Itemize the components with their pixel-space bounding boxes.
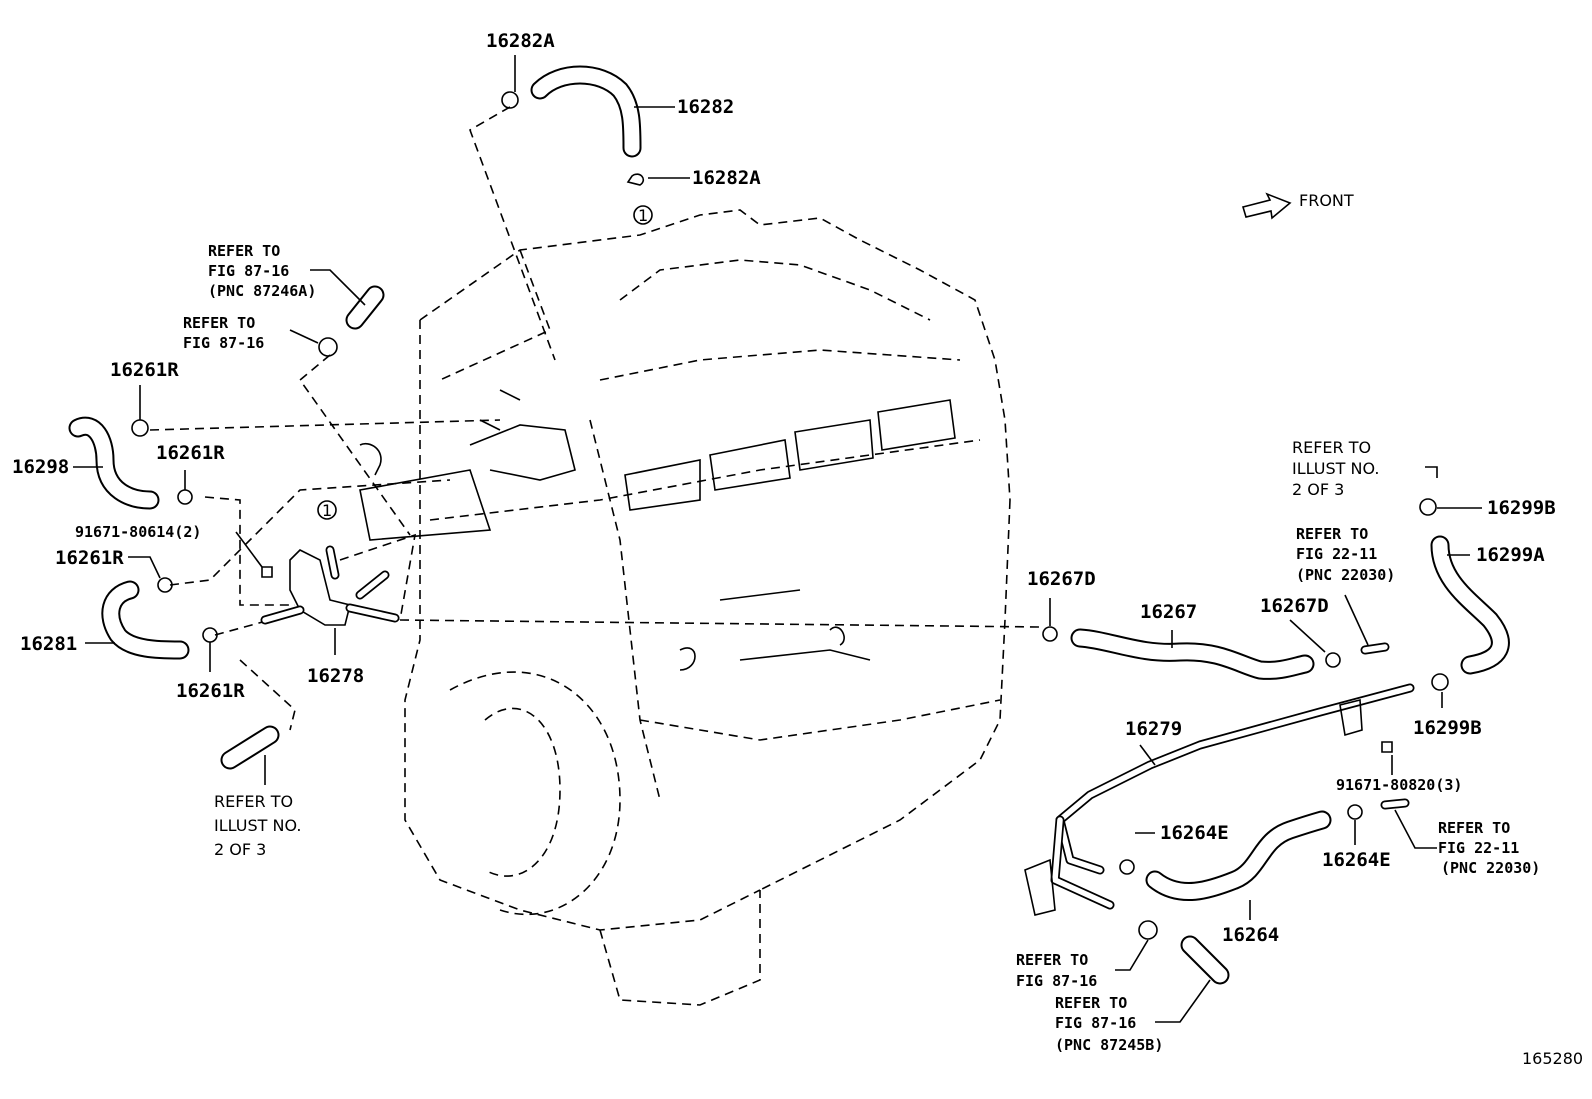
ref-note-87-16-bottom: REFER TO FIG 87-16 (1016, 951, 1097, 990)
label-16261R-1: 16261R (110, 359, 179, 381)
ref-line: REFER TO (183, 314, 255, 332)
figure-number: 165280 (1522, 1049, 1583, 1068)
ref-line: ILLUST NO. (1292, 459, 1379, 478)
label-16267: 16267 (1140, 601, 1197, 623)
ref-line: FIG 87-16 (183, 334, 264, 352)
ref-line: REFER TO (208, 242, 280, 260)
label-16279: 16279 (1125, 718, 1182, 740)
part-labels: 16282A 16282 16282A 16261R 16298 16261R … (12, 30, 1556, 946)
ref-line: 2 OF 3 (214, 840, 266, 859)
ref-note-87-16-left: REFER TO FIG 87-16 (183, 314, 264, 352)
circle-marker-text: 1 (638, 206, 648, 225)
label-16261R-3: 16261R (55, 547, 124, 569)
label-16282A-top: 16282A (486, 30, 555, 52)
label-16278: 16278 (307, 665, 364, 687)
ref-line: FIG 22-11 (1438, 839, 1519, 857)
leader-lines (73, 55, 1482, 1023)
label-16264E-2: 16264E (1322, 849, 1391, 871)
ref-line: (PNC 87246A) (208, 282, 316, 300)
connection-lines (149, 106, 1041, 731)
ref-note-87246A: REFER TO FIG 87-16 (PNC 87246A) (208, 242, 316, 300)
bypass-16278 (260, 545, 400, 626)
ref-line: (PNC 87245B) (1055, 1036, 1163, 1054)
front-arrow-icon (1241, 192, 1292, 220)
label-16299B-bottom: 16299B (1413, 717, 1482, 739)
label-16299A: 16299A (1476, 544, 1545, 566)
ref-line: ILLUST NO. (214, 816, 301, 835)
ref-line: REFER TO (1296, 525, 1368, 543)
pipe-16279 (1024, 683, 1415, 916)
hoses (68, 65, 1510, 985)
label-16299B-top: 16299B (1487, 497, 1556, 519)
label-16298: 16298 (12, 456, 69, 478)
ref-line: REFER TO (1016, 951, 1088, 969)
ref-line: REFER TO (1055, 994, 1127, 1012)
label-16264E-1: 16264E (1160, 822, 1229, 844)
label-16282A-bottom: 16282A (692, 167, 761, 189)
ref-note-illust-left: REFER TO ILLUST NO. 2 OF 3 (214, 792, 301, 859)
ref-line: FIG 22-11 (1296, 545, 1377, 563)
ref-line: FIG 87-16 (1016, 972, 1097, 990)
label-16282: 16282 (677, 96, 734, 118)
ref-note-illust-right: REFER TO ILLUST NO. 2 OF 3 (1292, 438, 1379, 499)
ref-line: (PNC 22030) (1296, 566, 1395, 584)
ref-note-22-11-upper: REFER TO FIG 22-11 (PNC 22030) (1296, 525, 1395, 584)
label-16261R-4: 16261R (176, 680, 245, 702)
ref-note-22-11-lower: REFER TO FIG 22-11 (PNC 22030) (1438, 819, 1540, 877)
ref-line: (PNC 22030) (1441, 859, 1540, 877)
ref-line: 2 OF 3 (1292, 480, 1344, 499)
circle-marker: 1 (317, 500, 337, 520)
ref-line: REFER TO (214, 792, 293, 811)
label-91671-80820: 91671-80820(3) (1336, 776, 1462, 794)
label-16261R-2: 16261R (156, 442, 225, 464)
engine-outline (404, 209, 1011, 1006)
label-16267D-2: 16267D (1260, 595, 1329, 617)
water-outlet (359, 389, 576, 541)
circle-marker: 1 (633, 205, 653, 225)
label-16281: 16281 (20, 633, 77, 655)
ref-note-87245B: REFER TO FIG 87-16 (PNC 87245B) (1055, 994, 1163, 1054)
circle-marker-text: 1 (322, 501, 332, 520)
label-91671-80614: 91671-80614(2) (75, 523, 201, 541)
ref-line: FIG 87-16 (1055, 1014, 1136, 1032)
label-16267D-1: 16267D (1027, 568, 1096, 590)
ref-line: FIG 87-16 (208, 262, 289, 280)
ref-line: REFER TO (1292, 438, 1371, 457)
ref-line: REFER TO (1438, 819, 1510, 837)
front-direction-label: FRONT (1299, 191, 1354, 210)
label-16264: 16264 (1222, 924, 1279, 946)
